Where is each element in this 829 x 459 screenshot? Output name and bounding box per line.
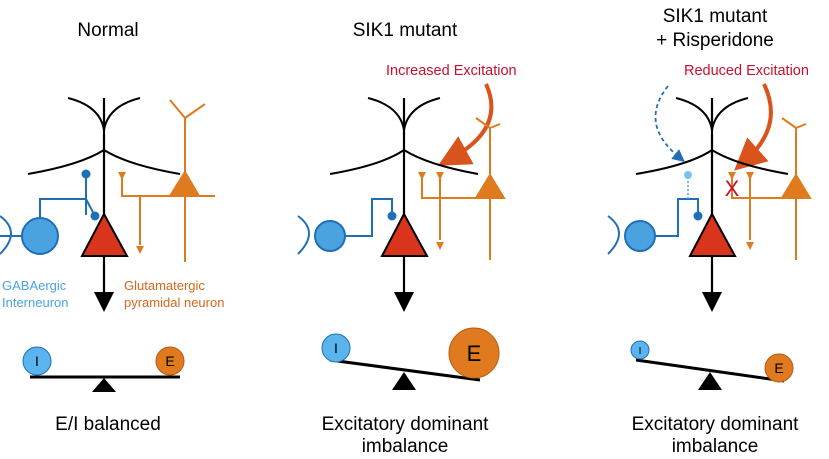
pyramidal-dendrites	[635, 97, 789, 300]
gabaergic-interneuron	[0, 169, 100, 255]
panel-title: SIK1 mutant	[353, 20, 458, 41]
gaba-label: GABAergic	[2, 278, 67, 293]
increased-excitation-label: Increased Excitation	[386, 63, 517, 79]
excitation-ball-label: E	[774, 360, 783, 376]
panel-title: Normal	[77, 20, 138, 41]
panel-title: + Risperidone	[656, 30, 774, 51]
pyramidal-soma	[80, 211, 129, 257]
panel-caption: E/I balanced	[55, 414, 161, 435]
risperidone-arrow	[654, 85, 685, 162]
glut-label: pyramidal neuron	[124, 295, 224, 310]
panel-sik1-mutant: SIK1 mutant Increased Excitation	[297, 20, 517, 457]
panel-title: SIK1 mutant	[663, 6, 768, 27]
block-mark: X	[725, 176, 740, 201]
inhibitory-synapse	[693, 211, 703, 221]
glutamatergic-neuron	[118, 99, 215, 262]
glut-label: Glutamatergic	[124, 278, 205, 293]
inhibition-ball-label: I	[639, 346, 642, 357]
inhibitory-synapse	[684, 171, 692, 179]
panel-sik1-risperidone: SIK1 mutant + Risperidone Reduced Excita…	[607, 6, 812, 457]
panel-caption: imbalance	[362, 436, 449, 457]
excitation-ball-label: E	[467, 341, 482, 366]
pyramidal-dendrites	[329, 97, 479, 300]
reduced-excitation-label: Reduced Excitation	[684, 63, 809, 79]
gaba-label: Interneuron	[2, 295, 69, 310]
excitation-ball-label: E	[165, 353, 174, 369]
pyramidal-dendrites	[27, 97, 181, 300]
balance-scale: I E	[630, 340, 794, 390]
inhibitory-synapse	[81, 169, 91, 179]
reduced-excitation-arrow	[734, 83, 773, 171]
glutamatergic-neuron	[418, 117, 506, 260]
balance-scale: I E	[22, 346, 185, 392]
glutamatergic-neuron	[728, 117, 812, 260]
inhibitory-synapse	[387, 211, 397, 221]
panel-caption: Excitatory dominant	[322, 414, 490, 435]
panel-caption: Excitatory dominant	[632, 414, 800, 435]
balance-scale: I E	[321, 327, 500, 390]
panel-normal: Normal	[0, 20, 224, 435]
gabaergic-interneuron	[607, 171, 703, 255]
gabaergic-interneuron	[297, 198, 397, 255]
inhibition-ball-label: I	[35, 353, 39, 369]
panel-caption: imbalance	[672, 436, 759, 457]
pyramidal-soma	[380, 211, 429, 257]
inhibition-ball-label: I	[334, 340, 338, 356]
increased-excitation-arrow	[438, 83, 494, 166]
